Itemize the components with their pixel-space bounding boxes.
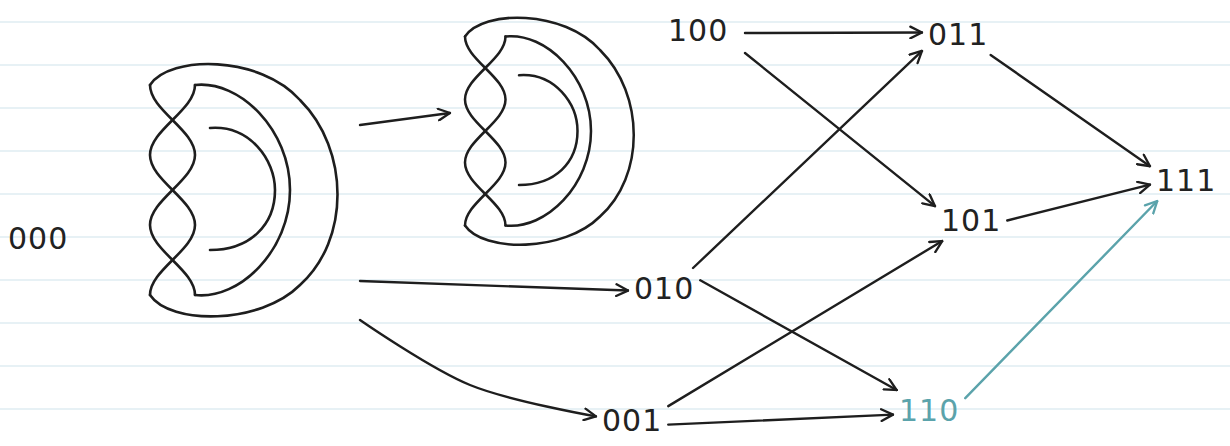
state-label: 011 [928, 18, 988, 51]
state-label: 101 [941, 204, 1001, 237]
ruled-lines [0, 22, 1230, 409]
state-node: 100 [450, 8, 745, 258]
map-arrow [700, 280, 896, 390]
map-arrow [1007, 185, 1150, 221]
map-arrow [668, 415, 893, 425]
state-node: 011 [922, 14, 994, 55]
state-label: 111 [1156, 164, 1216, 197]
map-arrow [745, 31, 922, 34]
state-node: 001 [596, 400, 668, 441]
map-arrow [360, 320, 596, 416]
map-arrow [991, 55, 1150, 166]
state-node: 111 [1150, 160, 1222, 201]
map-arrow [668, 241, 942, 406]
map-arrow [360, 281, 628, 291]
state-node: 110 [893, 390, 965, 431]
knot-resolution-drawing [465, 18, 634, 245]
state-label: 001 [602, 404, 662, 437]
state-node: 010 [628, 268, 700, 309]
state-label: 010 [634, 272, 694, 305]
map-arrow [693, 51, 922, 268]
map-arrow [360, 113, 450, 125]
state-label: 100 [668, 14, 728, 47]
state-label: 000 [8, 222, 68, 255]
state-label: 110 [899, 394, 959, 427]
state-node: 101 [935, 200, 1007, 241]
knot-drawing [150, 64, 338, 316]
state-node: 000 [0, 60, 360, 320]
